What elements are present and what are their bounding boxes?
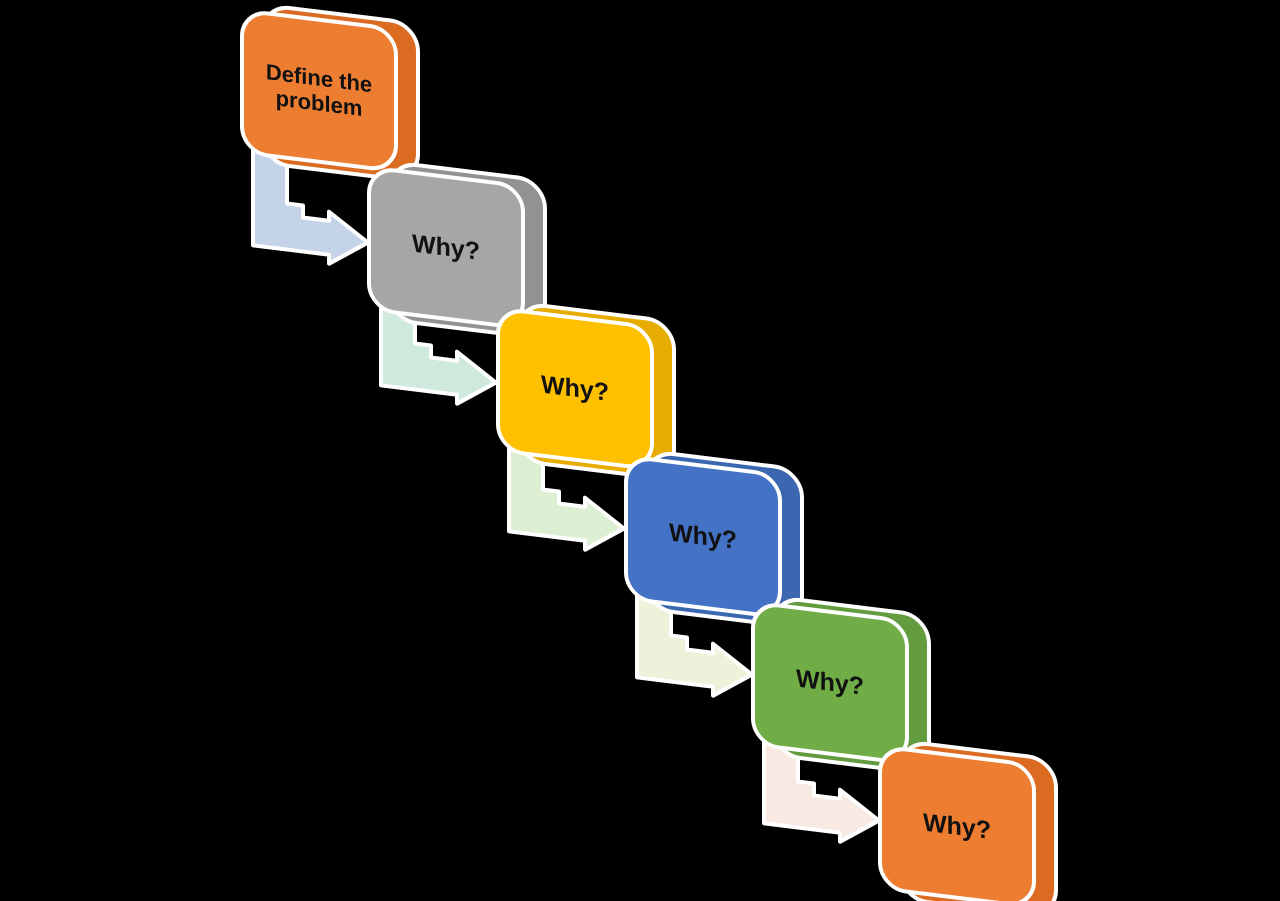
step-label: Why?: [795, 664, 865, 701]
step-box-why-5: Why?: [878, 738, 1060, 901]
step-front-face: Define the problem: [240, 8, 398, 174]
step-box-why-2: Why?: [496, 300, 678, 483]
step-front-face: Why?: [496, 306, 654, 472]
step-label: Define the problem: [265, 58, 373, 122]
step-front-face: Why?: [878, 744, 1036, 901]
step-box-why-4: Why?: [751, 594, 933, 777]
arrow-shape-1: [251, 143, 370, 266]
step-front-face: Why?: [367, 165, 525, 331]
step-label: Why?: [540, 370, 610, 407]
step-box-why-3: Why?: [624, 448, 806, 631]
connector-arrow-1: [251, 143, 370, 266]
step-label: Why?: [411, 229, 481, 266]
step-label: Why?: [922, 808, 992, 845]
step-box-why-1: Why?: [367, 159, 549, 342]
step-box-define-problem: Define the problem: [240, 2, 422, 185]
step-label: Why?: [668, 518, 738, 555]
step-front-face: Why?: [624, 454, 782, 620]
step-front-face: Why?: [751, 600, 909, 766]
